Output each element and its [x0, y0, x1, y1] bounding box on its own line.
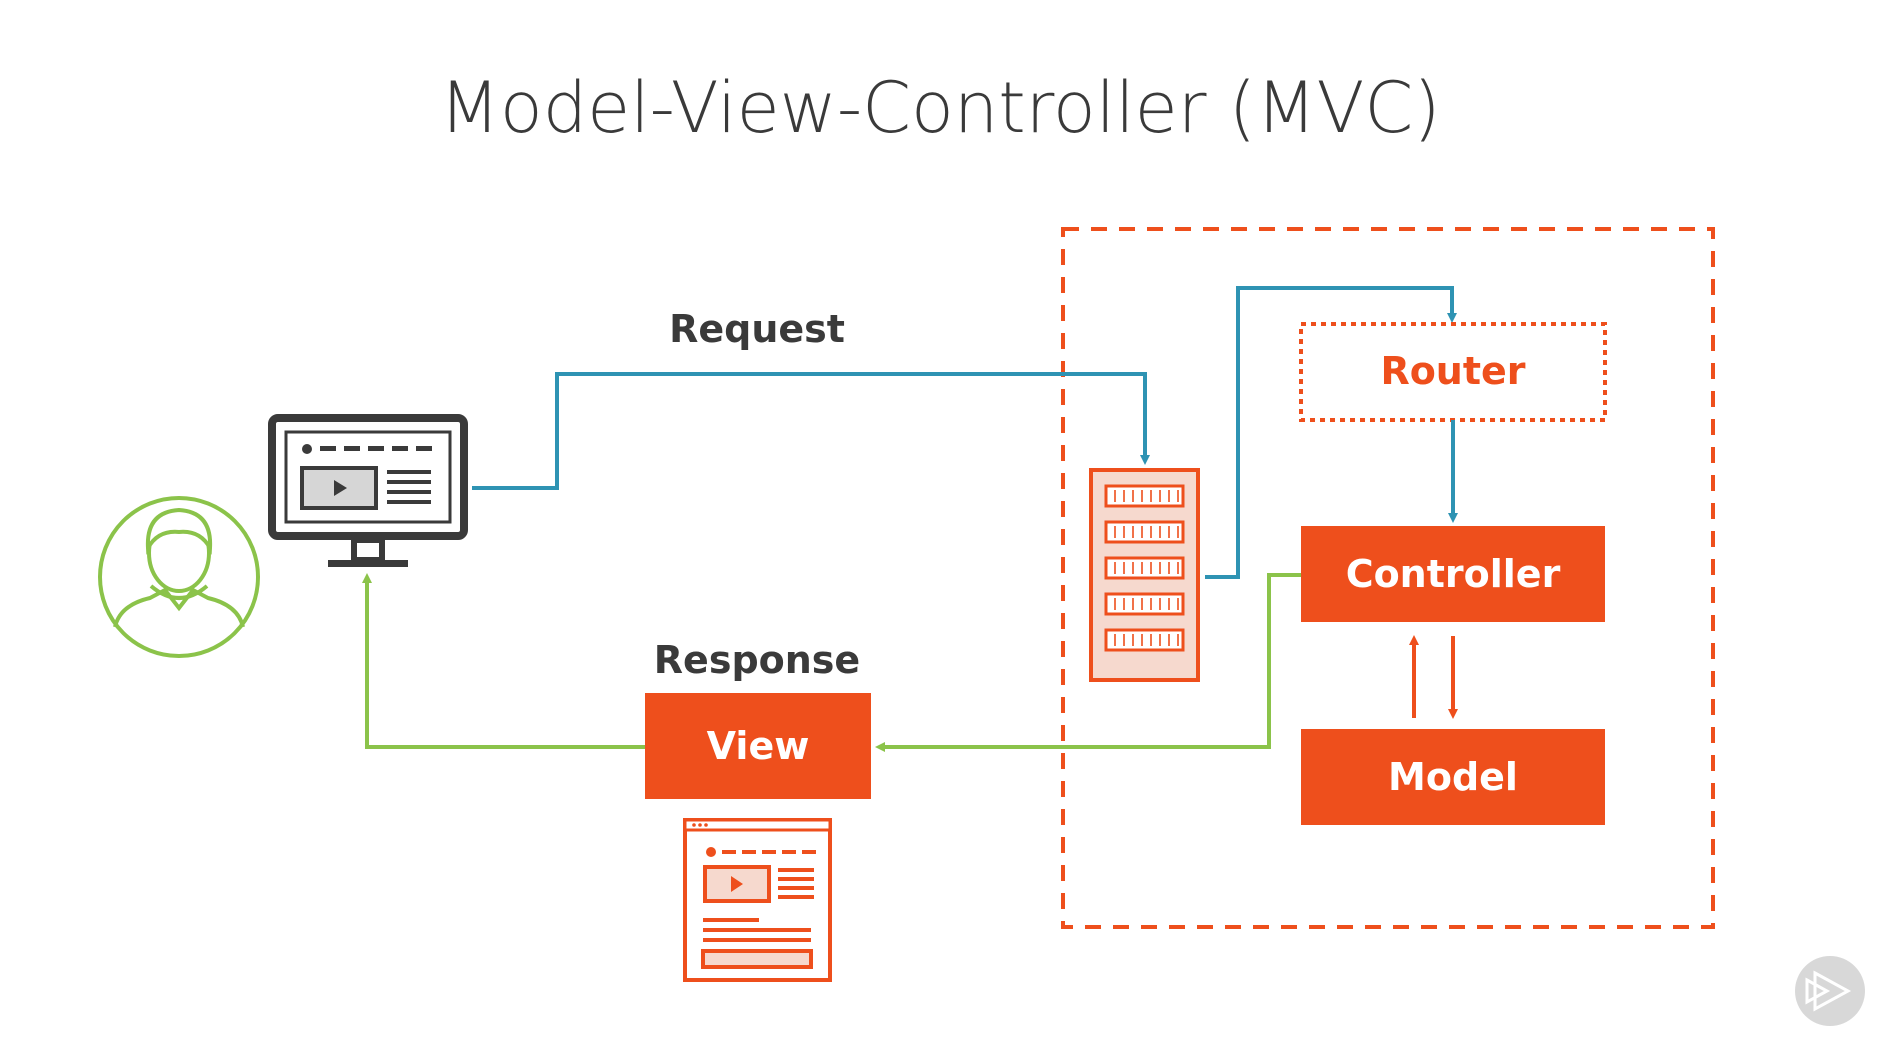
model-label: Model — [1388, 755, 1518, 799]
router-box — [1299, 322, 1607, 422]
play-logo-icon — [1795, 956, 1865, 1026]
controller-box — [1301, 526, 1605, 622]
view-label: View — [707, 724, 810, 768]
response-arrow — [362, 573, 645, 749]
server-to-router-arrow — [1205, 286, 1457, 579]
user-avatar-icon — [98, 496, 260, 658]
view-box — [645, 693, 871, 799]
request-arrow — [472, 372, 1150, 490]
server-rack-icon — [1089, 468, 1200, 682]
monitor-icon — [268, 414, 468, 567]
page-title: Model-View-Controller (MVC) — [439, 67, 1440, 149]
web-page-icon — [683, 818, 832, 982]
controller-label: Controller — [1346, 552, 1561, 596]
controller-to-view-arrow — [875, 573, 1301, 752]
response-label: Response — [654, 638, 860, 682]
router-label: Router — [1380, 349, 1525, 393]
model-box — [1301, 729, 1605, 825]
request-label: Request — [669, 307, 845, 351]
